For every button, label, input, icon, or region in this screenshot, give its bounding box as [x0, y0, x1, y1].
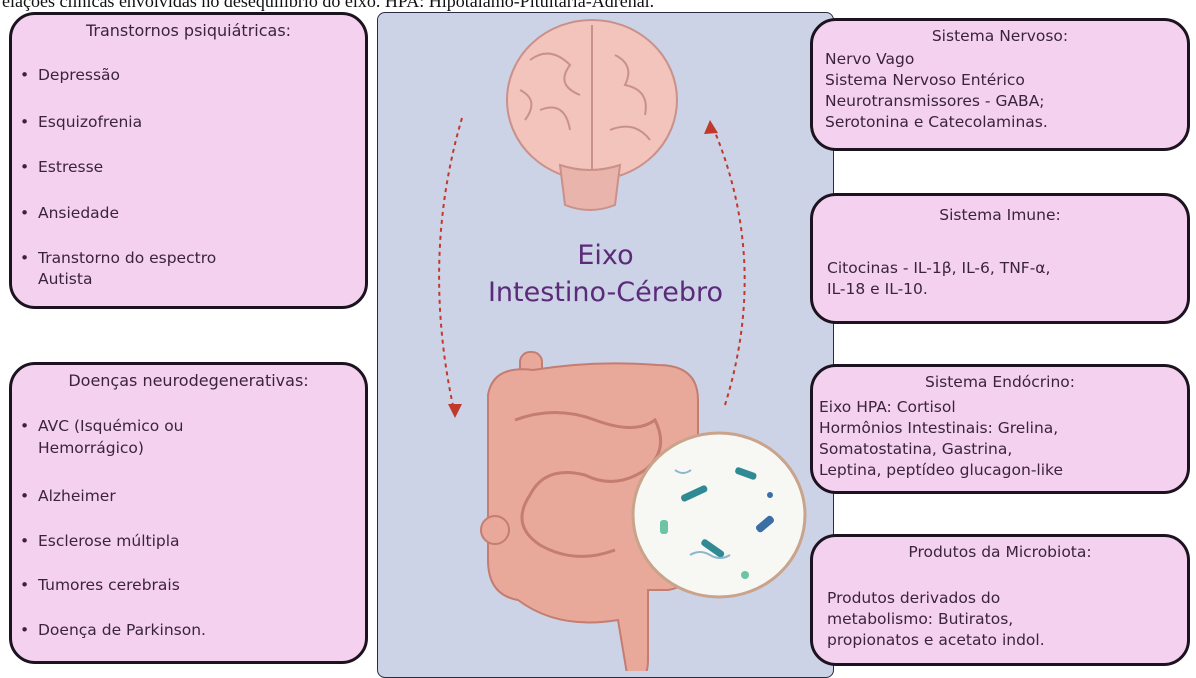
nervous-system-lines: Nervo Vago Sistema Nervoso Entérico Neur…: [825, 49, 1048, 133]
microbiota-products-box: Produtos da Microbiota: Produtos derivad…: [810, 534, 1190, 666]
box-title: Produtos da Microbiota:: [813, 543, 1187, 561]
microbiota-illustration: [633, 433, 805, 597]
list-item: Tumores cerebrais: [38, 574, 180, 596]
text-line: Eixo HPA: Cortisol: [819, 397, 1063, 418]
text-line: Sistema Nervoso Entérico: [825, 70, 1048, 91]
list-item: AVC (Isquémico ou: [38, 415, 184, 437]
box-title: Sistema Imune:: [813, 206, 1187, 224]
text-line: Neurotransmissores - GABA;: [825, 91, 1048, 112]
psychiatric-disorders-box: Transtornos psiquiátricas: Depressão Esq…: [9, 12, 368, 309]
text-line: Citocinas - IL-1β, IL-6, TNF-α,: [827, 258, 1050, 279]
box-title: Transtornos psiquiátricas:: [12, 21, 365, 40]
microbiota-products-lines: Produtos derivados do metabolismo: Butir…: [827, 588, 1045, 651]
list-item: Alzheimer: [38, 485, 116, 507]
text-line: propionatos e acetato indol.: [827, 630, 1045, 651]
immune-system-lines: Citocinas - IL-1β, IL-6, TNF-α, IL-18 e …: [827, 258, 1050, 300]
list-item: Depressão: [38, 64, 120, 86]
text-line: Serotonina e Catecolaminas.: [825, 112, 1048, 133]
nervous-system-box: Sistema Nervoso: Nervo Vago Sistema Nerv…: [810, 18, 1190, 151]
text-line: Produtos derivados do: [827, 588, 1045, 609]
text-line: Somatostatina, Gastrina,: [819, 439, 1063, 460]
box-title: Sistema Nervoso:: [813, 27, 1187, 45]
box-title: Doenças neurodegenerativas:: [12, 371, 365, 390]
list-item: Esquizofrenia: [38, 111, 142, 133]
immune-system-box: Sistema Imune: Citocinas - IL-1β, IL-6, …: [810, 193, 1190, 324]
list-item-continuation: Hemorrágico): [38, 437, 144, 459]
brain-illustration: [507, 20, 677, 210]
list-item: Doença de Parkinson.: [38, 619, 206, 641]
endocrine-system-box: Sistema Endócrino: Eixo HPA: Cortisol Ho…: [810, 364, 1190, 494]
endocrine-system-lines: Eixo HPA: Cortisol Hormônios Intestinais…: [819, 397, 1063, 481]
box-title: Sistema Endócrino:: [813, 373, 1187, 391]
text-line: Nervo Vago: [825, 49, 1048, 70]
list-item: Transtorno do espectro: [38, 247, 216, 269]
list-item: Estresse: [38, 156, 103, 178]
list-item: Esclerose múltipla: [38, 530, 180, 552]
list-item: Ansiedade: [38, 202, 119, 224]
text-line: Hormônios Intestinais: Grelina,: [819, 418, 1063, 439]
text-line: metabolismo: Butiratos,: [827, 609, 1045, 630]
neurodegenerative-diseases-box: Doenças neurodegenerativas: AVC (Isquémi…: [9, 362, 368, 664]
text-line: IL-18 e IL-10.: [827, 279, 1050, 300]
list-item-continuation: Autista: [38, 268, 92, 290]
text-line: Leptina, peptídeo glucagon-like: [819, 460, 1063, 481]
